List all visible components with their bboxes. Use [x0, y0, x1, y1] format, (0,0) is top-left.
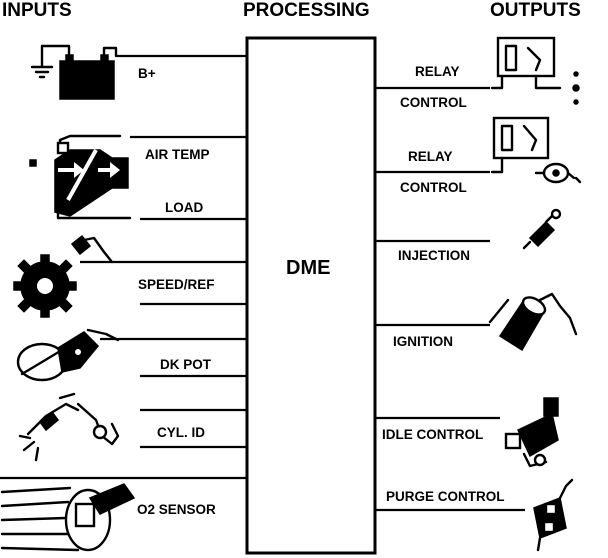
output-label-relay-2: RELAY [408, 149, 453, 164]
inputs-header: INPUTS [2, 0, 72, 21]
fuel-pump-icon [534, 162, 582, 184]
battery-icon [30, 44, 118, 100]
output-label-relay-1: RELAY [415, 64, 460, 79]
throttle-potentiometer-icon [16, 328, 120, 382]
dme-label: DME [286, 257, 330, 279]
oxygen-sensor-icon [0, 483, 136, 552]
input-label-dk-pot: DK POT [160, 357, 212, 372]
speed-sensor-icon [13, 234, 114, 318]
ignition-coil-icon [488, 292, 578, 352]
outputs-header: OUTPUTS [490, 0, 581, 21]
cylinder-id-sensor-icon [18, 392, 120, 462]
input-label-load: LOAD [165, 200, 203, 215]
input-label-cyl-id: CYL. ID [157, 425, 205, 440]
input-label-speed-ref: SPEED/REF [138, 277, 215, 292]
output-label-control-2: CONTROL [400, 180, 467, 195]
idle-valve-icon [504, 397, 559, 468]
output-label-ignition: IGNITION [393, 334, 453, 349]
processing-header: PROCESSING [243, 0, 370, 21]
relay-icon [490, 116, 550, 174]
output-label-idle-control: IDLE CONTROL [382, 427, 483, 442]
input-label-air-temp: AIR TEMP [145, 147, 210, 162]
relay-icon [490, 36, 580, 105]
airflow-meter-icon [29, 134, 132, 220]
dme-processor-box [245, 36, 377, 555]
input-label-o2-sensor: O2 SENSOR [137, 502, 216, 517]
input-label-b-plus: B+ [138, 66, 156, 81]
output-label-injection: INJECTION [398, 248, 470, 263]
output-label-purge-control: PURGE CONTROL [386, 489, 505, 504]
purge-valve-icon [533, 478, 574, 552]
injector-icon [522, 208, 562, 250]
output-label-control-1: CONTROL [400, 95, 467, 110]
